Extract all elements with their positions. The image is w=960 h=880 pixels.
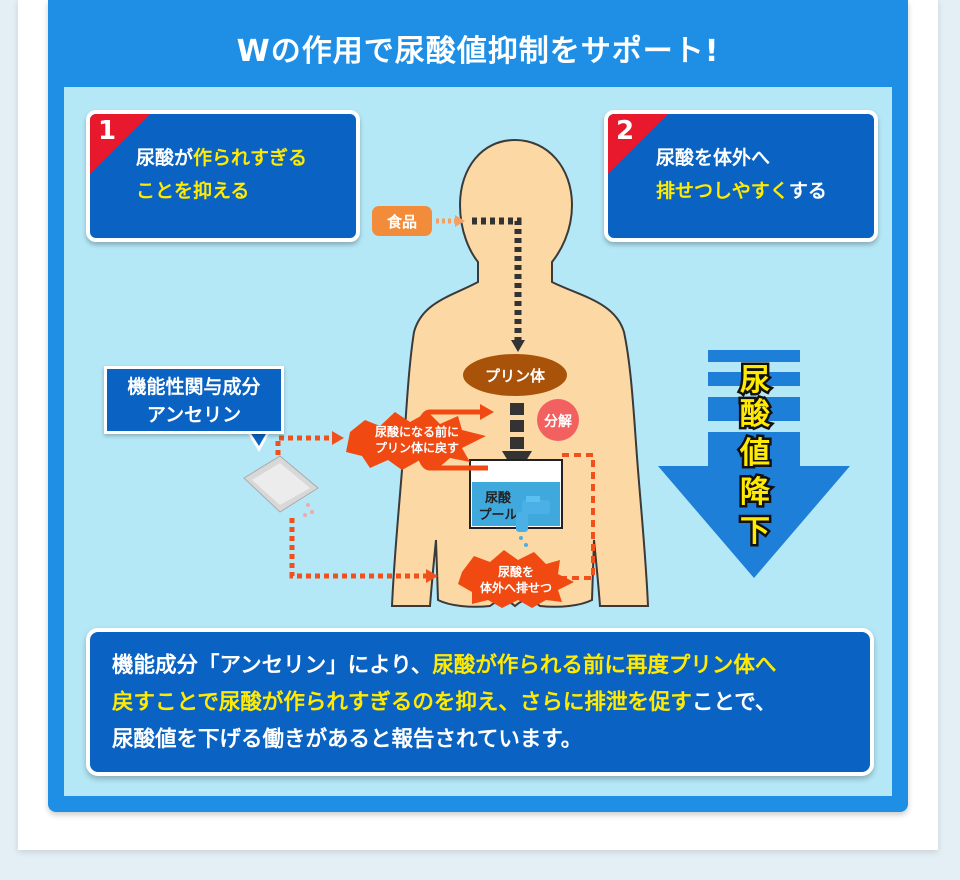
excrete-dotted-loop xyxy=(560,453,595,580)
card1-text: 尿酸が作られすぎる ことを抑える xyxy=(136,142,307,208)
card1-line1-highlight: 作られすぎる xyxy=(193,147,308,169)
purine-label: プリン体 xyxy=(485,367,546,385)
pool-label-line2: プール xyxy=(478,508,517,523)
food-arrow-tip xyxy=(455,215,465,227)
return-text-line2: プリン体に戻す xyxy=(375,440,459,455)
card2-line1-plain: 尿酸を体外へ xyxy=(656,147,771,169)
feature-card-2: 2 尿酸を体外へ 排せつしやすくする xyxy=(604,110,878,242)
excrete-text-line1: 尿酸を xyxy=(498,564,534,579)
return-text-line1: 尿酸になる前に xyxy=(375,424,459,439)
food-path xyxy=(472,217,522,340)
ingredient-bubble-tail-inner xyxy=(250,432,267,446)
decrease-arrow-icon xyxy=(658,350,850,578)
svg-text:降: 降 xyxy=(740,475,771,510)
svg-text:尿: 尿 xyxy=(740,363,770,398)
supplement-sachet-icon xyxy=(243,455,319,517)
ingredient-line1: 機能性関与成分 xyxy=(127,376,261,398)
decompose-circle xyxy=(537,399,579,441)
card1-number: 1 xyxy=(98,116,117,146)
ingredient-line2: アンセリン xyxy=(146,404,242,426)
excrete-text-line2: 体外へ排せつ xyxy=(480,580,552,595)
desc-seg1-highlight: 尿酸が作られる前に再度プリン体へ xyxy=(432,653,777,678)
purine-ellipse xyxy=(463,354,567,396)
ingredient-label-box: 機能性関与成分 アンセリン xyxy=(104,366,284,434)
decompose-label: 分解 xyxy=(544,413,572,430)
down-dash-3 xyxy=(510,437,524,449)
food-label-box xyxy=(372,206,432,236)
supplement-path-top xyxy=(275,435,334,455)
card2-text: 尿酸を体外へ 排せつしやすくする xyxy=(656,142,827,208)
card2-number: 2 xyxy=(616,116,635,146)
card2-line2-plain: する xyxy=(788,180,827,202)
return-arrow-head xyxy=(480,404,494,420)
card2-line2-highlight: 排せつしやすく xyxy=(656,180,789,202)
food-label: 食品 xyxy=(387,213,417,231)
number-badge-2 xyxy=(608,114,668,174)
supplement-arrow-top xyxy=(332,431,344,445)
food-arrow-head xyxy=(511,340,525,352)
desc-seg1-plain: 機能成分「アンセリン」により、 xyxy=(112,653,433,678)
card1-line1-plain: 尿酸が xyxy=(136,147,194,169)
description-box: 機能成分「アンセリン」により、尿酸が作られる前に再度プリン体へ 戻すことで尿酸が… xyxy=(86,628,874,776)
svg-text:値: 値 xyxy=(739,436,770,471)
supplement-arrow-bottom xyxy=(426,569,438,583)
feature-card-1: 1 尿酸が作られすぎる ことを抑える xyxy=(86,110,360,242)
number-badge-1 xyxy=(90,114,150,174)
faucet-icon xyxy=(516,496,550,547)
description-text: 機能成分「アンセリン」により、尿酸が作られる前に再度プリン体へ 戻すことで尿酸が… xyxy=(112,647,860,758)
decrease-label: 尿 酸 値 降 下 xyxy=(737,361,774,552)
desc-seg3-plain: 尿酸値を下げる働きがあると報告されています。 xyxy=(112,727,583,752)
desc-seg2-plain: ことで、 xyxy=(691,690,777,715)
svg-text:下: 下 xyxy=(740,514,770,549)
return-burst xyxy=(346,412,486,470)
pool-label-line1: 尿酸 xyxy=(485,490,512,506)
desc-seg2-highlight: 戻すことで尿酸が作られすぎるのを抑え、さらに排泄を促す xyxy=(112,690,692,715)
excrete-burst xyxy=(458,550,574,608)
page-title: Wの作用で尿酸値抑制をサポート! xyxy=(236,34,720,69)
down-dash-2 xyxy=(510,420,524,432)
supplement-path-bottom xyxy=(289,518,428,579)
card1-line2-highlight: ことを抑える xyxy=(136,180,250,202)
svg-text:酸: 酸 xyxy=(740,397,771,432)
down-dash-1 xyxy=(510,403,524,415)
